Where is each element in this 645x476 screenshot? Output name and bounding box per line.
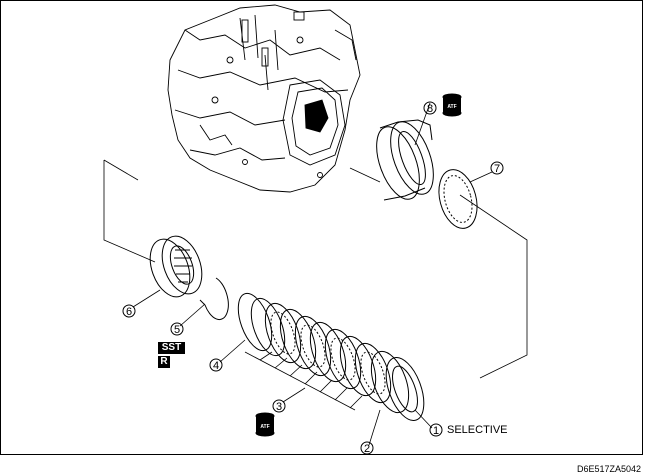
atf-icon-bottom: ATF xyxy=(255,412,275,437)
svg-text:1: 1 xyxy=(433,425,439,437)
atf-icon-top: ATF xyxy=(442,93,462,117)
callout-7: 7 xyxy=(490,161,504,175)
callout-1: 1 xyxy=(429,423,443,437)
r-badge: R xyxy=(158,356,170,368)
svg-text:2: 2 xyxy=(364,443,370,455)
callout-2: 2 xyxy=(360,441,374,455)
assembly-guide-lines xyxy=(103,159,528,379)
part-5-snap-ring xyxy=(199,277,229,321)
svg-text:5: 5 xyxy=(174,324,180,336)
callout-5: 5 xyxy=(170,322,184,336)
svg-text:8: 8 xyxy=(427,103,433,115)
sst-badge: SST xyxy=(158,342,185,354)
part-3-bracket xyxy=(244,351,363,411)
clutch-plate-stack xyxy=(237,292,425,421)
transaxle-case xyxy=(167,4,361,193)
atf-label-top: ATF xyxy=(447,104,456,110)
callout-4: 4 xyxy=(209,358,223,372)
callout-8: 8 xyxy=(423,101,437,115)
part-8-drum xyxy=(376,119,434,201)
atf-label-bottom: ATF xyxy=(260,424,269,430)
svg-text:7: 7 xyxy=(494,163,500,175)
svg-text:4: 4 xyxy=(213,360,219,372)
callout-leaders xyxy=(132,102,493,446)
part-7-toothed-plate xyxy=(438,169,478,229)
part-6-bearing xyxy=(149,235,203,298)
svg-text:3: 3 xyxy=(276,401,282,413)
svg-text:6: 6 xyxy=(126,306,132,318)
selective-label: SELECTIVE xyxy=(447,424,508,436)
callout-6: 6 xyxy=(122,304,136,318)
callout-3: 3 xyxy=(272,399,286,413)
figure-id: D6E517ZA5042 xyxy=(576,464,641,474)
